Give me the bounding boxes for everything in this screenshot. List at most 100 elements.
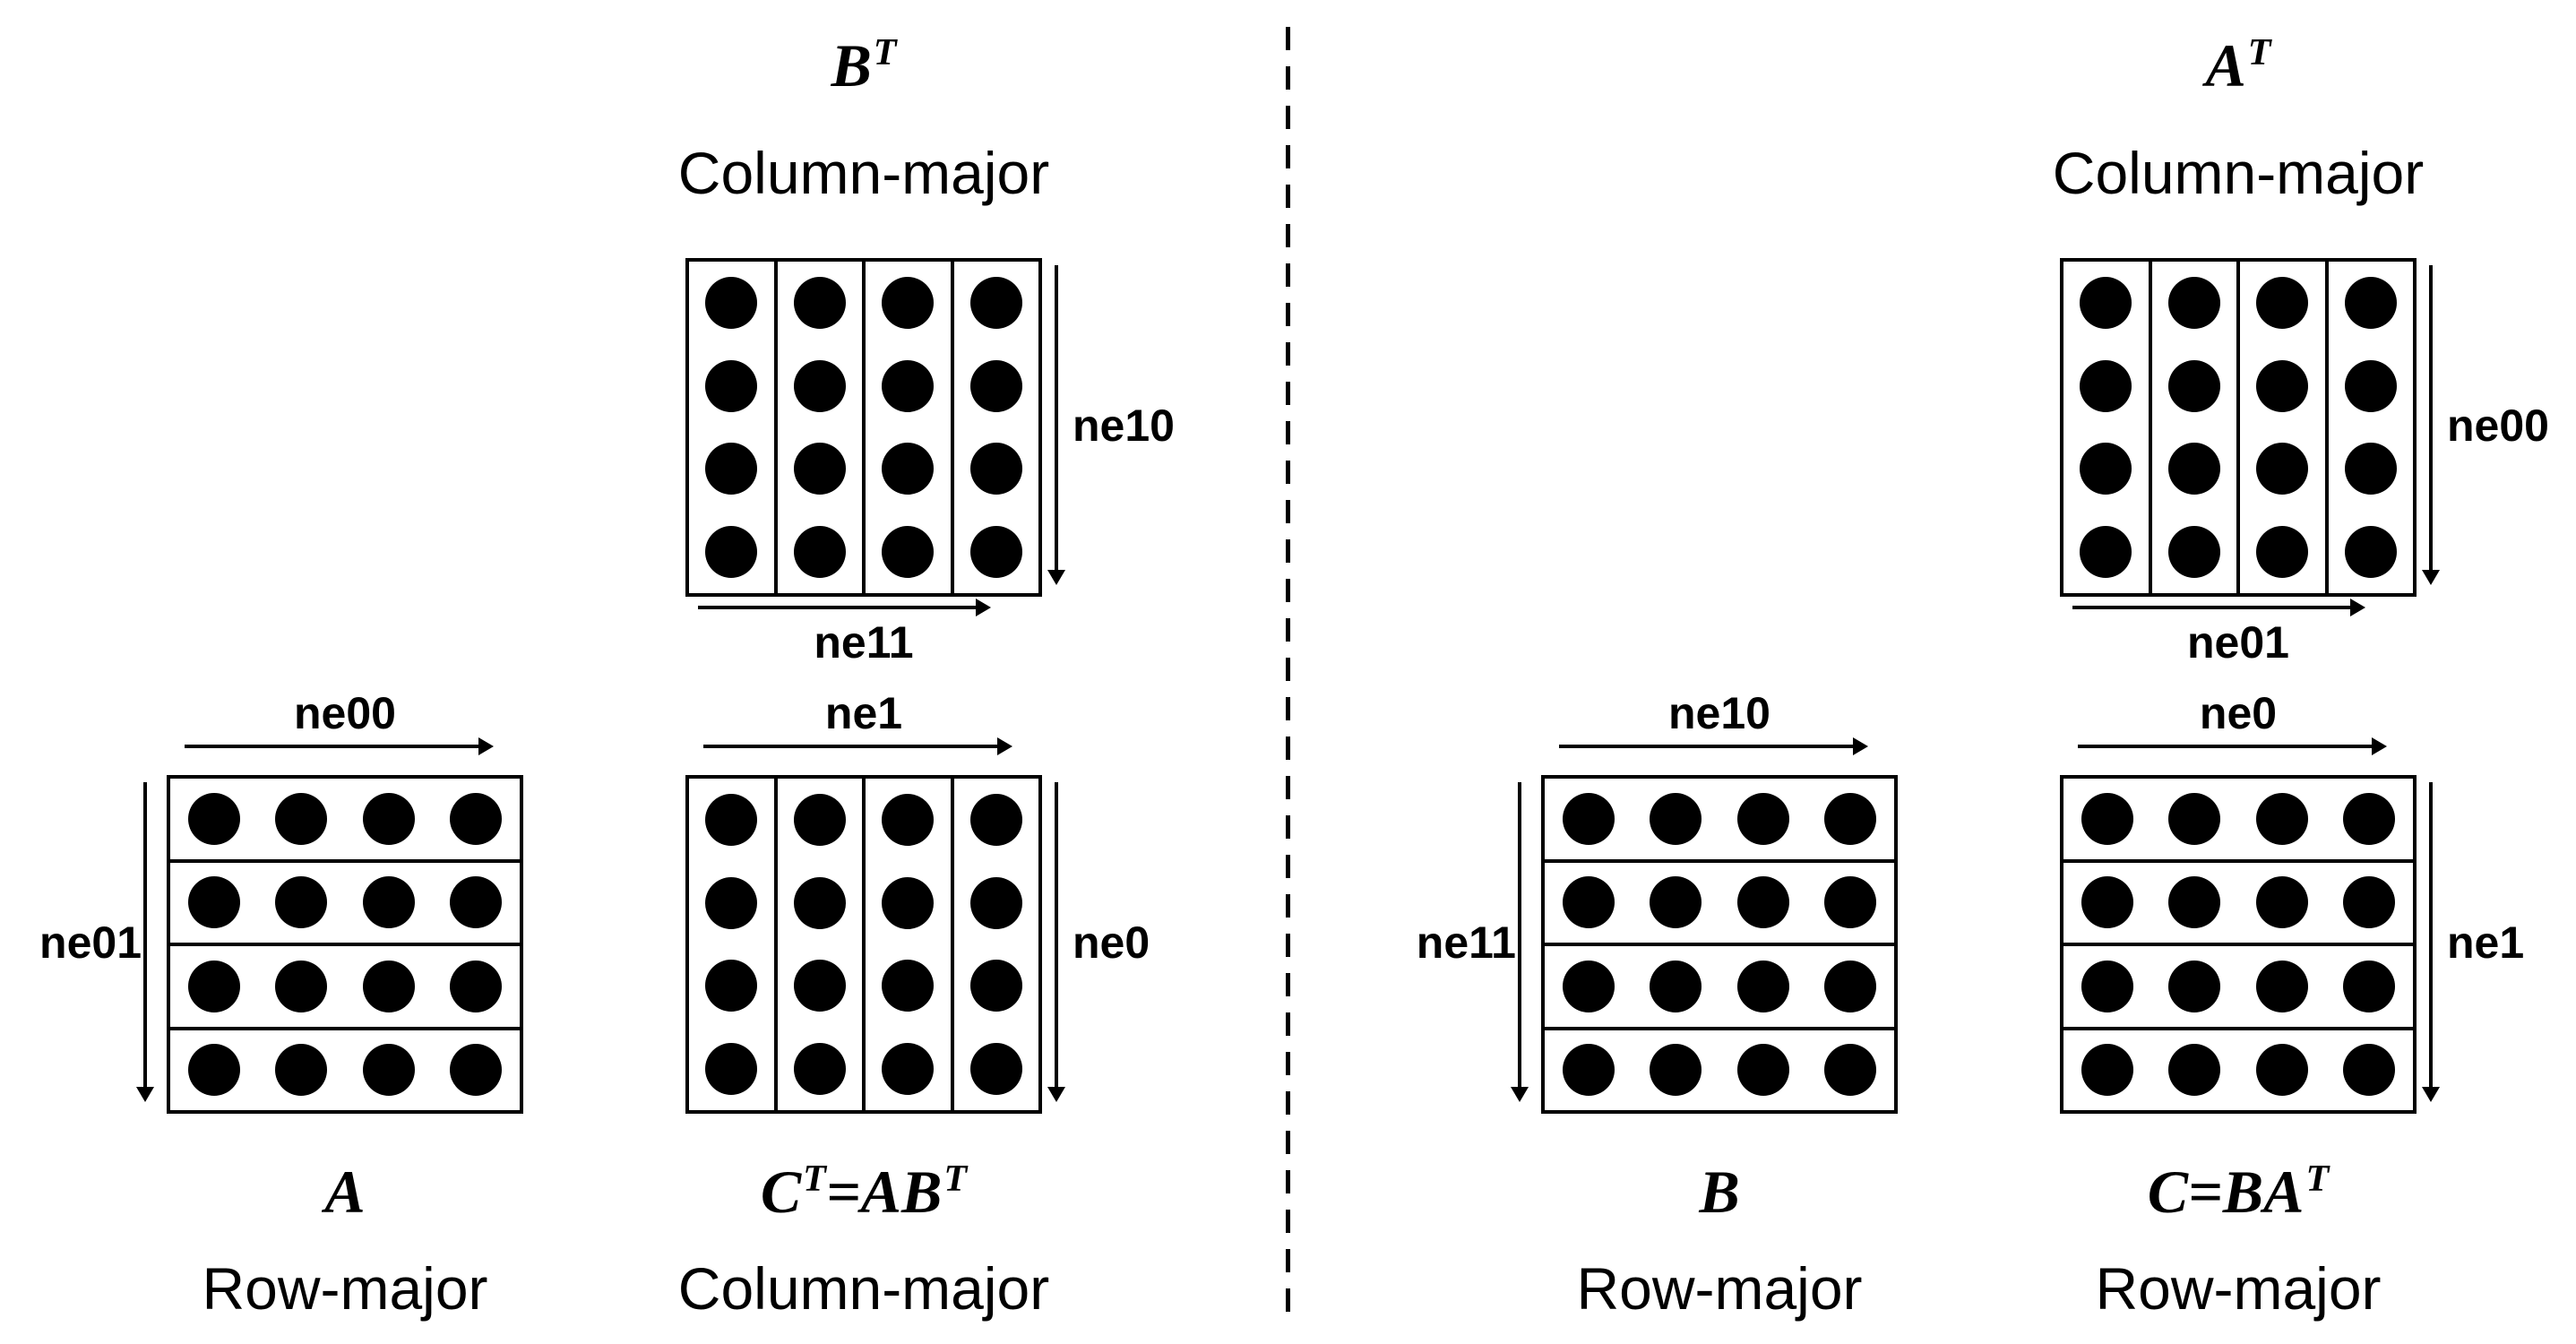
matrix-element-dot xyxy=(1824,1044,1877,1097)
matrix-row-strip xyxy=(170,863,520,946)
arrow-right-icon xyxy=(698,606,978,609)
matrix-group-c-transpose: ne1 ne0 CT=ABT Column-major xyxy=(678,689,1150,1322)
matrix-c-transpose xyxy=(685,775,1042,1114)
title-superscript: T xyxy=(803,1158,826,1201)
matrix-element-dot xyxy=(1562,876,1615,929)
arrow-down-icon xyxy=(2429,265,2433,572)
matrix-group-a: ne00 ne01 A Row-major xyxy=(39,689,523,1322)
matrix-element-dot xyxy=(2081,960,2133,1012)
matrix-row-strip xyxy=(170,779,520,863)
matrix-element-dot xyxy=(882,960,935,1012)
matrix-element-dot xyxy=(2344,443,2397,495)
matrix-element-dot xyxy=(969,794,1022,847)
layout-label: Row-major xyxy=(2095,1255,2382,1322)
matrix-element-dot xyxy=(2255,1044,2308,1097)
layout-label: Column-major xyxy=(677,1255,1050,1322)
matrix-element-dot xyxy=(705,794,758,847)
dim-label-ne11: ne11 xyxy=(1416,918,1516,968)
matrix-element-dot xyxy=(2343,876,2396,929)
matrix-title: CT=ABT xyxy=(488,1159,1239,1226)
matrix-element-dot xyxy=(2343,792,2396,845)
matrix-element-dot xyxy=(705,359,758,412)
matrix-element-dot xyxy=(2080,525,2132,578)
title-superscript: T xyxy=(943,1158,968,1201)
matrix-title: BT xyxy=(488,32,1239,99)
matrix-element-dot xyxy=(2255,792,2308,845)
matrix-element-dot xyxy=(705,876,758,929)
matrix-element-dot xyxy=(1736,960,1789,1012)
matrix-element-dot xyxy=(362,960,415,1012)
matrix-element-dot xyxy=(969,525,1022,578)
matrix-element-dot xyxy=(969,277,1022,330)
matrix-element-dot xyxy=(1650,1044,1702,1097)
matrix-row-strip xyxy=(2063,863,2413,946)
matrix-element-dot xyxy=(2081,1044,2133,1097)
matrix-element-dot xyxy=(1736,792,1789,845)
dim-label-ne00: ne00 xyxy=(294,688,396,738)
matrix-element-dot xyxy=(969,1042,1022,1095)
matrix-title: A xyxy=(0,1159,720,1226)
matrix-element-dot xyxy=(2167,525,2220,578)
matrix-row-strip xyxy=(1545,779,1894,863)
matrix-element-dot xyxy=(2167,277,2220,330)
matrix-column-strip xyxy=(689,779,778,1110)
matrix-element-dot xyxy=(2167,443,2220,495)
matrix-row-strip xyxy=(2063,1030,2413,1111)
matrix-element-dot xyxy=(2080,359,2132,412)
dim-label-ne1: ne1 xyxy=(824,688,903,738)
dim-label-ne1: ne1 xyxy=(2447,918,2525,968)
arrow-right-icon xyxy=(2072,606,2352,609)
matrix-element-dot xyxy=(1736,1044,1789,1097)
matrix-element-dot xyxy=(2344,277,2397,330)
matrix-element-dot xyxy=(882,277,935,330)
matrix-element-dot xyxy=(793,876,846,929)
matrix-element-dot xyxy=(450,876,503,929)
matrix-column-strip xyxy=(778,262,866,593)
matrix-element-dot xyxy=(450,960,503,1012)
arrow-right-icon xyxy=(2078,745,2374,748)
matrix-element-dot xyxy=(2081,876,2133,929)
matrix-element-dot xyxy=(2168,876,2221,929)
title-text: C xyxy=(760,1158,802,1226)
matrix-column-strip xyxy=(2152,262,2240,593)
layout-label: Row-major xyxy=(1576,1255,1863,1322)
arrow-right-icon xyxy=(185,745,480,748)
matrix-element-dot xyxy=(882,876,935,929)
matrix-element-dot xyxy=(705,277,758,330)
matrix-element-dot xyxy=(2255,960,2308,1012)
matrix-column-strip xyxy=(954,262,1039,593)
matrix-group-b-transpose: BT Column-major ne10 ne11 xyxy=(678,32,1175,668)
matrix-element-dot xyxy=(275,792,328,845)
matrix-element-dot xyxy=(1562,960,1615,1012)
title-text: A xyxy=(324,1158,366,1226)
matrix-element-dot xyxy=(2168,792,2221,845)
matrix-title: C=BAT xyxy=(1863,1159,2576,1226)
matrix-title: B xyxy=(1344,1159,2095,1226)
title-text: B xyxy=(831,31,872,99)
matrix-row-strip xyxy=(1545,1030,1894,1111)
title-text: C=BA xyxy=(2147,1158,2305,1226)
title-superscript: T xyxy=(2247,31,2271,74)
matrix-element-dot xyxy=(187,960,240,1012)
matrix-element-dot xyxy=(793,359,846,412)
matrix-b xyxy=(1541,775,1898,1114)
matrix-element-dot xyxy=(450,792,503,845)
matrix-element-dot xyxy=(2080,443,2132,495)
matrix-group-c: ne0 ne1 C=BAT Row-major xyxy=(2060,689,2524,1322)
layout-label: Column-major xyxy=(2052,140,2425,206)
matrix-column-strip xyxy=(2063,262,2152,593)
matrix-element-dot xyxy=(2343,960,2396,1012)
matrix-element-dot xyxy=(882,359,935,412)
matrix-element-dot xyxy=(275,960,328,1012)
dim-label-ne0: ne0 xyxy=(1073,918,1150,968)
matrix-element-dot xyxy=(793,277,846,330)
matrix-group-b: ne10 ne11 B Row-major xyxy=(1417,689,1898,1322)
dim-label-ne10: ne10 xyxy=(1073,401,1175,451)
matrix-column-strip xyxy=(689,262,778,593)
matrix-element-dot xyxy=(2256,443,2309,495)
arrow-down-icon xyxy=(143,782,147,1089)
matrix-element-dot xyxy=(362,1044,415,1097)
matrix-element-dot xyxy=(1650,960,1702,1012)
matrix-element-dot xyxy=(969,876,1022,929)
